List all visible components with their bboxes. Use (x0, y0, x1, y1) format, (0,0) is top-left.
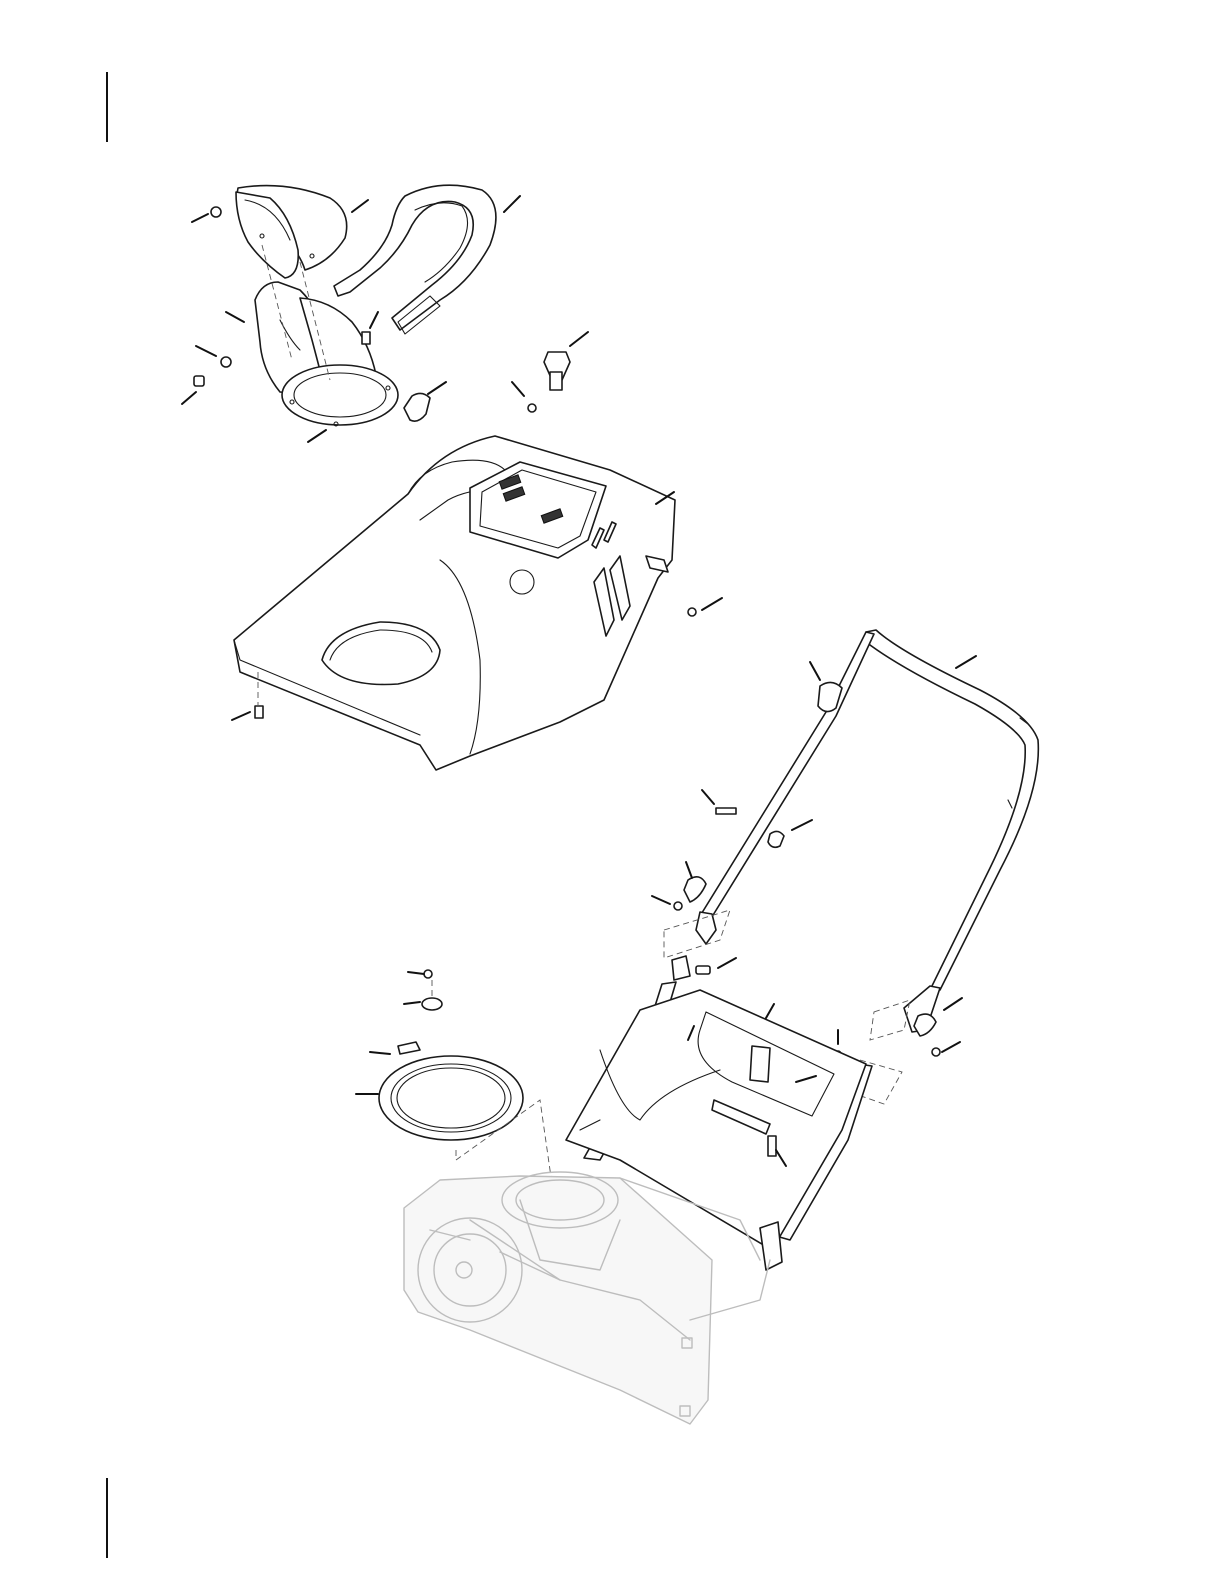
chute-deflector (236, 186, 347, 278)
upper-handle (696, 630, 1038, 1032)
shroud (234, 436, 696, 770)
push-pin (528, 352, 570, 412)
chute-tab (404, 393, 430, 421)
